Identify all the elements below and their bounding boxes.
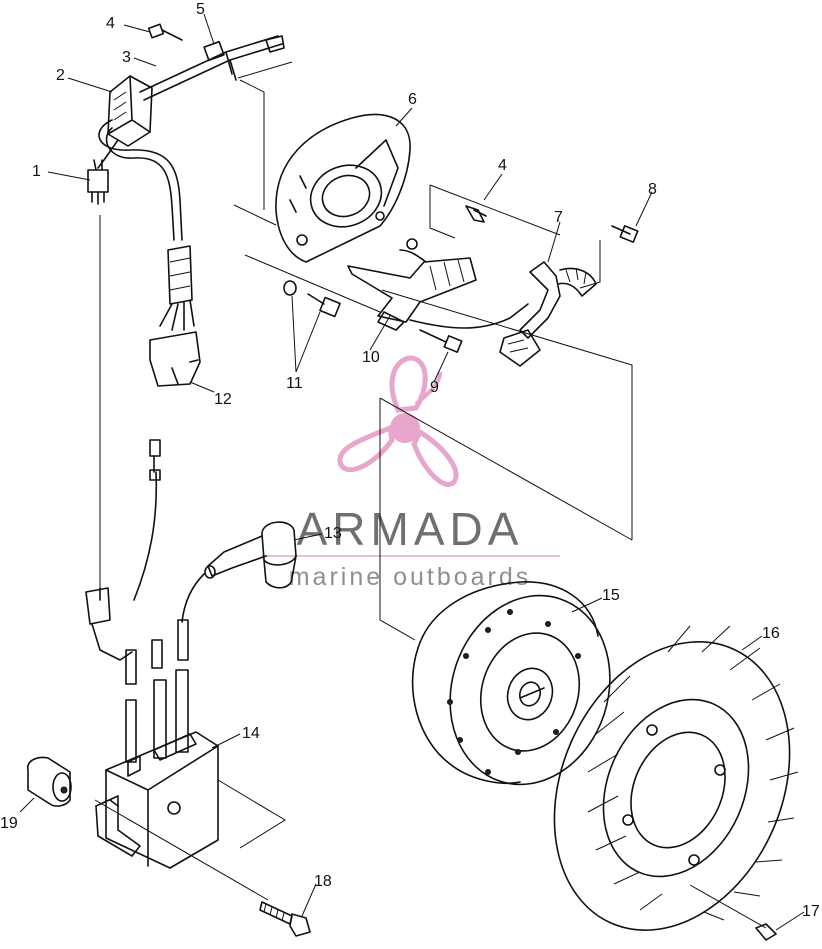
callout-5: 5 <box>196 1 205 18</box>
callout-8: 8 <box>648 181 657 198</box>
terminal-cap-part <box>27 756 72 807</box>
watermark-tagline: marine outboards <box>289 563 532 591</box>
callout-10: 10 <box>362 349 380 366</box>
callout-12: 12 <box>214 391 232 408</box>
callout-4-top: 4 <box>106 15 115 32</box>
callout-6: 6 <box>408 91 417 108</box>
rectifier-block-part <box>107 75 153 147</box>
callout-16: 16 <box>762 625 780 642</box>
callout-19: 19 <box>0 815 18 832</box>
connector-part <box>87 159 109 205</box>
callout-1: 1 <box>32 163 41 180</box>
spark-plug-boot-part <box>181 521 297 623</box>
callout-11: 11 <box>286 375 303 392</box>
screw-9-part <box>419 329 463 353</box>
ignition-leads <box>85 439 189 763</box>
stator-plate-part <box>275 113 418 263</box>
cdi-unit-part <box>95 731 219 869</box>
callout-18: 18 <box>314 873 332 890</box>
watermark-brand: ARMADA <box>297 503 524 555</box>
wire-harness <box>97 119 183 241</box>
callout-labels: 1 2 3 4 5 6 4 8 7 10 11 9 12 13 15 16 14… <box>0 1 820 920</box>
callout-4-mid: 4 <box>498 157 507 174</box>
plug-connector-part <box>149 245 201 387</box>
callout-7: 7 <box>554 209 563 226</box>
wire-tube-part <box>139 35 285 101</box>
callout-14: 14 <box>242 725 260 742</box>
charge-coil-part <box>409 261 597 367</box>
pickup-coil-part <box>347 249 477 331</box>
callout-17: 17 <box>802 903 820 920</box>
cooling-fan-part <box>553 625 799 931</box>
flywheel-part <box>411 581 611 786</box>
propeller-logo-icon <box>337 355 459 487</box>
screw-right-part <box>611 225 639 243</box>
mounting-bolt-part <box>259 901 311 937</box>
callout-3: 3 <box>122 49 131 66</box>
fan-screw-part <box>755 923 777 941</box>
screw-mid-part <box>465 205 487 223</box>
callout-15: 15 <box>602 587 620 604</box>
screw-washer-part <box>283 280 341 318</box>
callout-9: 9 <box>430 379 439 396</box>
callout-13: 13 <box>324 525 342 542</box>
screw-top-part <box>147 23 183 41</box>
callout-2: 2 <box>56 67 65 84</box>
reference-lines <box>94 61 767 929</box>
leader-lines <box>19 13 805 931</box>
